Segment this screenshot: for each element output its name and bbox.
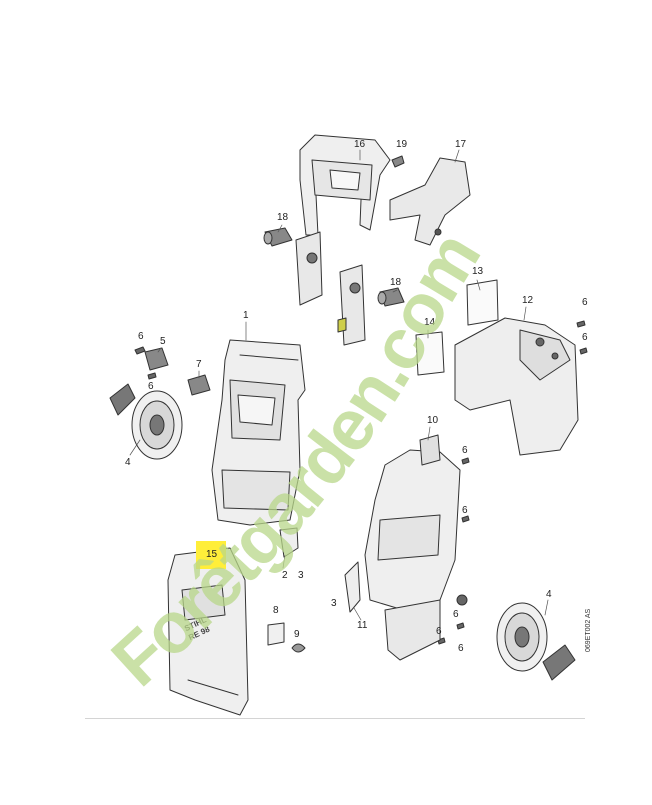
callout-13: 13 <box>472 266 484 277</box>
right-handle-tube <box>337 264 366 346</box>
callout-8: 8 <box>273 605 279 616</box>
screws-6 <box>134 320 588 645</box>
part-15-front-panel <box>167 547 249 716</box>
part-4-wheel-right <box>496 602 576 681</box>
callout-2: 2 <box>282 570 288 581</box>
part-12-side-cover <box>454 317 579 456</box>
callout-15: 15 <box>206 549 218 560</box>
part-5-bracket <box>144 347 169 371</box>
callout-6: 6 <box>453 609 459 620</box>
part-10-pump-housing <box>364 434 468 661</box>
part-2-plate <box>279 527 299 558</box>
callout-6: 6 <box>462 445 468 456</box>
divider <box>85 718 585 719</box>
callout-6: 6 <box>582 332 588 343</box>
callout-6: 6 <box>436 626 442 637</box>
part-18-plug-b <box>377 287 405 307</box>
callout-12: 12 <box>522 295 534 306</box>
part-16-handle <box>299 134 391 236</box>
document-reference: 069ET002 AS <box>585 608 592 652</box>
callout-18: 18 <box>277 212 289 223</box>
callout-7: 7 <box>196 359 202 370</box>
callout-18: 18 <box>390 277 402 288</box>
leader-lines <box>129 149 549 621</box>
callout-5: 5 <box>160 336 166 347</box>
callout-15-highlight: 15 <box>196 541 226 569</box>
callout-4: 4 <box>546 589 552 600</box>
callout-16: 16 <box>354 139 366 150</box>
part-11-bracket <box>344 561 361 613</box>
callout-6: 6 <box>138 331 144 342</box>
callout-3: 3 <box>331 598 337 609</box>
part-4-wheel-left <box>109 383 183 460</box>
part-18-plug-a <box>263 227 293 247</box>
part-17-hook <box>389 157 471 246</box>
part-8-clip <box>267 622 285 646</box>
callout-6: 6 <box>458 643 464 654</box>
part-9-spring <box>291 643 306 653</box>
callout-4: 4 <box>125 457 131 468</box>
part-1-main-housing <box>211 339 306 526</box>
callout-17: 17 <box>455 139 467 150</box>
callout-3: 3 <box>298 570 304 581</box>
callout-19: 19 <box>396 139 408 150</box>
callout-6: 6 <box>462 505 468 516</box>
callout-6: 6 <box>148 381 154 392</box>
left-handle-tube <box>295 231 323 306</box>
callout-14: 14 <box>424 317 436 328</box>
callout-10: 10 <box>427 415 439 426</box>
part-13-label-sheet <box>466 279 499 326</box>
part-14-label-sheet <box>415 331 445 376</box>
part-19-screw <box>391 155 405 168</box>
callout-11: 11 <box>357 620 368 631</box>
callout-9: 9 <box>294 629 300 640</box>
callout-1: 1 <box>243 310 249 321</box>
callout-6: 6 <box>582 297 588 308</box>
